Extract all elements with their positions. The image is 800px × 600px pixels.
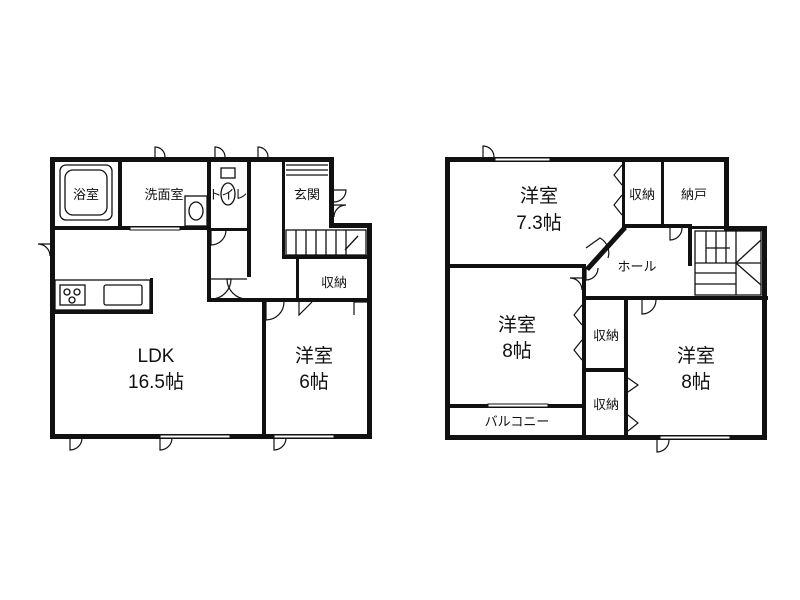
door-icon bbox=[159, 437, 173, 451]
door-icon bbox=[273, 437, 287, 451]
door-icon bbox=[656, 439, 670, 453]
door-icon bbox=[154, 146, 166, 158]
room-label-washroom: 洗面室 bbox=[144, 187, 183, 202]
room-label-ldk-size: 16.5帖 bbox=[128, 371, 184, 393]
closet-door-icon bbox=[613, 164, 623, 186]
door-icon bbox=[482, 145, 495, 158]
second-floor-interior-walls bbox=[445, 157, 768, 440]
door-icon bbox=[569, 277, 583, 291]
room-label-storage1: 収納 bbox=[629, 187, 655, 202]
washbasin-icon bbox=[184, 195, 208, 227]
room-label-western-size: 6帖 bbox=[299, 371, 329, 393]
toilet-tank-icon bbox=[220, 167, 236, 179]
door-icon bbox=[333, 204, 347, 218]
burner-icon bbox=[73, 288, 81, 296]
closet-door-icon bbox=[627, 377, 640, 393]
first-floor-plan: 浴室 洗面室 トイレ 玄関 収納 LDK 16.5帖 洋室 6帖 bbox=[37, 146, 372, 451]
second-floor-doors bbox=[482, 145, 731, 453]
room-label-western3-name: 洋室 bbox=[677, 345, 715, 367]
closet-door-icon bbox=[573, 304, 583, 326]
room-label-storage3: 収納 bbox=[593, 397, 619, 412]
staircase-icon bbox=[694, 230, 762, 296]
bathtub-icon bbox=[59, 164, 113, 221]
door-icon bbox=[333, 189, 347, 203]
closet-door-icon bbox=[627, 414, 639, 432]
door-icon bbox=[210, 229, 227, 246]
stove-icon bbox=[59, 284, 86, 306]
room-label-western1-name: 洋室 bbox=[520, 185, 558, 207]
closet-door-icon bbox=[353, 301, 368, 315]
window-icon bbox=[273, 434, 335, 439]
room-label-western3-size: 8帖 bbox=[681, 371, 711, 393]
entrance-steps bbox=[286, 164, 328, 176]
second-floor-plan: 洋室 7.3帖 収納 納戸 ホール 洋室 8帖 収納 収納 洋室 8帖 バルコニ… bbox=[445, 145, 768, 453]
door-icon bbox=[265, 301, 285, 321]
closet-door-icon bbox=[298, 301, 313, 317]
window-icon bbox=[659, 435, 731, 440]
room-label-ldk-name: LDK bbox=[138, 346, 175, 367]
door-icon bbox=[37, 243, 51, 257]
room-label-hall: ホール bbox=[617, 259, 656, 274]
staircase-icon bbox=[285, 229, 367, 256]
bathtub-inner-icon bbox=[64, 169, 108, 216]
door-icon bbox=[585, 237, 610, 259]
door-icon bbox=[210, 278, 232, 300]
door-icon bbox=[226, 278, 248, 300]
room-label-balcony: バルコニー bbox=[485, 414, 550, 429]
room-label-western-name: 洋室 bbox=[295, 345, 333, 367]
door-icon bbox=[669, 227, 683, 241]
kitchen-counter-icon bbox=[54, 279, 151, 311]
door-icon bbox=[214, 146, 226, 158]
window-icon bbox=[487, 403, 549, 408]
room-label-entrance: 玄関 bbox=[294, 187, 320, 202]
room-label-western2-name: 洋室 bbox=[498, 314, 536, 336]
door-icon bbox=[641, 299, 657, 315]
basin-bowl-icon bbox=[188, 201, 204, 221]
room-label-bath: 浴室 bbox=[73, 187, 99, 202]
door-icon bbox=[585, 267, 599, 281]
burner-icon bbox=[68, 296, 76, 304]
window-icon bbox=[159, 434, 231, 439]
room-label-western1-size: 7.3帖 bbox=[516, 212, 561, 234]
room-label-western2-size: 8帖 bbox=[502, 340, 532, 362]
closet-door-icon bbox=[613, 194, 623, 216]
window-icon bbox=[494, 157, 551, 162]
toilet-icon bbox=[220, 182, 236, 206]
room-label-storage: 収納 bbox=[321, 275, 347, 290]
door-icon bbox=[69, 437, 83, 451]
burner-icon bbox=[63, 288, 71, 296]
room-label-closet: 納戸 bbox=[681, 187, 707, 202]
room-label-toilet: トイレ bbox=[208, 187, 247, 202]
room-label-storage2: 収納 bbox=[593, 328, 619, 343]
kitchen-sink-icon bbox=[103, 284, 143, 306]
closet-door-icon bbox=[573, 339, 583, 361]
window-icon bbox=[129, 226, 181, 231]
first-floor-doors bbox=[37, 146, 368, 451]
door-icon bbox=[257, 146, 269, 158]
